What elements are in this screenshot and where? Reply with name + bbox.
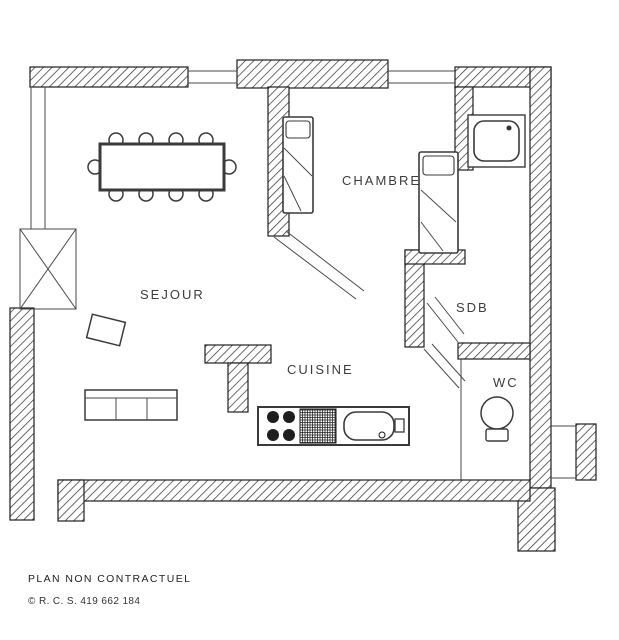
exterior-walls [9, 59, 597, 552]
sofa [84, 389, 178, 421]
kitchen-counter [257, 406, 410, 446]
stove-burner [267, 429, 279, 441]
wall-bottom [57, 479, 531, 502]
wall-top-middle [236, 59, 389, 89]
pillow [422, 155, 455, 176]
wall-left [9, 307, 35, 521]
stove-burner [283, 429, 295, 441]
window-top-right [388, 70, 455, 84]
dining-table [98, 142, 226, 192]
wall-top-left [29, 66, 189, 88]
wall-cuisine-horizontal [204, 344, 272, 364]
wall-balcony-pillar [575, 423, 597, 481]
balcony-edge [551, 425, 576, 479]
stove-burner [283, 411, 295, 423]
kitchen-sink-basin [343, 411, 395, 441]
appliance-grid [299, 408, 337, 444]
bed-single-right [418, 151, 459, 254]
toilet-bowl [480, 396, 514, 430]
pillow [285, 120, 311, 139]
room-label-wc: WC [493, 375, 519, 390]
diagonal-passage-chambre [273, 230, 365, 300]
registration-text: © R. C. S. 419 662 184 [28, 596, 140, 607]
door-sdb [426, 296, 465, 343]
bathroom-sink [467, 114, 526, 168]
kitchen-faucet [394, 418, 405, 433]
window-left [30, 87, 46, 229]
dining-table-set [87, 132, 237, 202]
sink-basin [473, 120, 520, 162]
door-wc [423, 343, 466, 480]
window-top-left [188, 70, 237, 84]
wall-sdb-wc [457, 342, 531, 360]
faucet-icon [506, 125, 512, 131]
room-label-chambre: CHAMBRE [342, 173, 421, 188]
toilet-tank [485, 428, 509, 442]
side-table [85, 313, 127, 347]
wall-right [529, 66, 552, 489]
stove-burner [267, 411, 279, 423]
disclaimer-text: PLAN NON CONTRACTUEL [28, 573, 191, 585]
room-label-cuisine: CUISINE [287, 362, 354, 377]
toilet [480, 396, 514, 442]
bed-single-left [282, 116, 314, 214]
room-label-sdb: SDB [456, 300, 489, 315]
french-door-symbol [19, 228, 77, 310]
drain-icon [378, 431, 386, 439]
room-label-sejour: SEJOUR [140, 287, 205, 302]
wall-cuisine-vertical [227, 362, 249, 413]
wall-bottom-left-stub [57, 479, 85, 522]
